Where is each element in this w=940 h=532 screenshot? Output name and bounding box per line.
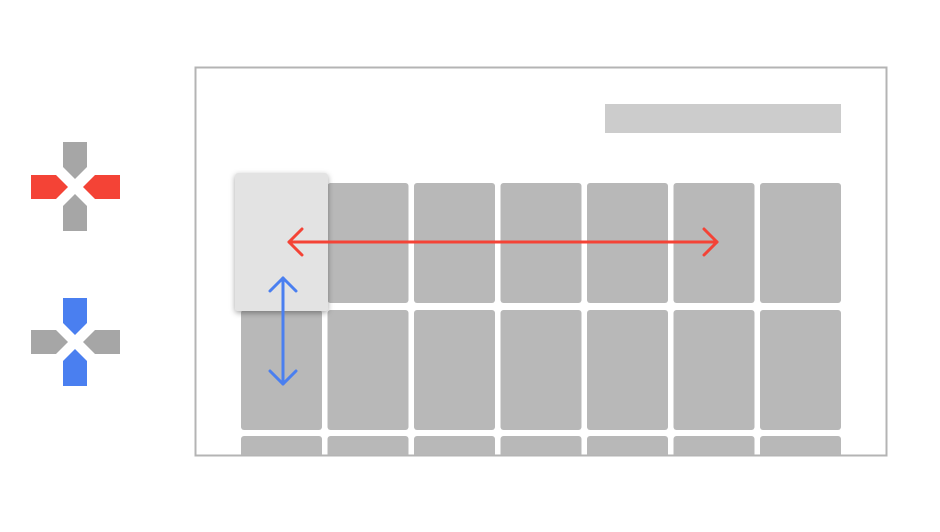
grid-tile[interactable] xyxy=(327,310,409,430)
dpad-horizontal-icon xyxy=(31,142,120,231)
grid-tile[interactable] xyxy=(500,436,582,532)
header-placeholder-bar xyxy=(605,104,841,133)
grid-tile[interactable] xyxy=(673,436,755,532)
dpad-vertical-icon xyxy=(31,298,120,386)
grid-tile[interactable] xyxy=(241,436,322,532)
grid-tile[interactable] xyxy=(587,310,668,430)
horizontal-arrow xyxy=(287,227,719,257)
grid-tile[interactable] xyxy=(327,436,409,532)
grid-tile[interactable] xyxy=(760,183,841,303)
dpad-up-segment xyxy=(63,142,87,179)
focused-tile[interactable] xyxy=(235,173,328,311)
grid-tile[interactable] xyxy=(414,310,495,430)
grid-tile[interactable] xyxy=(673,310,755,430)
dpad-down-segment xyxy=(63,194,87,231)
grid-tile[interactable] xyxy=(500,310,582,430)
dpad-down-segment xyxy=(63,349,87,386)
grid-tile[interactable] xyxy=(760,436,841,532)
dpad-left-segment xyxy=(31,175,68,199)
tile-grid xyxy=(241,183,841,532)
dpad-up-segment xyxy=(63,298,87,335)
vertical-arrow xyxy=(268,276,298,386)
dpad-left-segment xyxy=(31,330,68,354)
dpad-right-segment xyxy=(83,175,120,199)
grid-tile[interactable] xyxy=(414,436,495,532)
dpad-right-segment xyxy=(83,330,120,354)
grid-tile[interactable] xyxy=(760,310,841,430)
grid-tile[interactable] xyxy=(587,436,668,532)
